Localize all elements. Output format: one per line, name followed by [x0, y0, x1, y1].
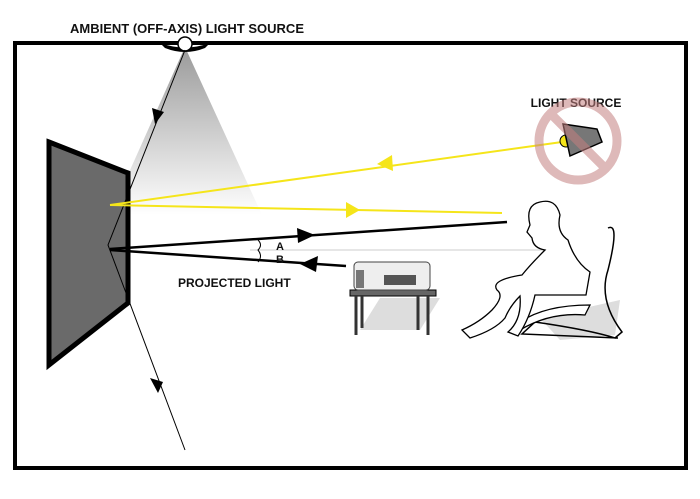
arrow-left-icon [300, 256, 318, 272]
arrow-down-icon [150, 378, 163, 393]
ceiling-lamp-bulb [177, 36, 193, 52]
viewer-in-chair [460, 200, 624, 340]
angle-a-label: A [276, 241, 284, 253]
ambient-light-cone [110, 47, 262, 215]
arrow-right-icon [346, 202, 360, 218]
reflected-stray-ray [109, 204, 503, 214]
projection-screen [46, 138, 131, 371]
projector-on-table [349, 261, 440, 335]
stray-light-ray [109, 141, 563, 206]
prohibited-icon [534, 97, 622, 185]
arrow-left-icon [377, 155, 393, 171]
ambient-light-label: AMBIENT (OFF-AXIS) LIGHT SOURCE [70, 21, 304, 36]
projected-light-label: PROJECTED LIGHT [178, 276, 291, 290]
angle-arcs [257, 239, 261, 263]
arrow-down-icon [152, 108, 164, 124]
arrow-right-icon [297, 228, 315, 243]
room-frame [13, 41, 688, 470]
angle-b-label: B [276, 254, 284, 266]
